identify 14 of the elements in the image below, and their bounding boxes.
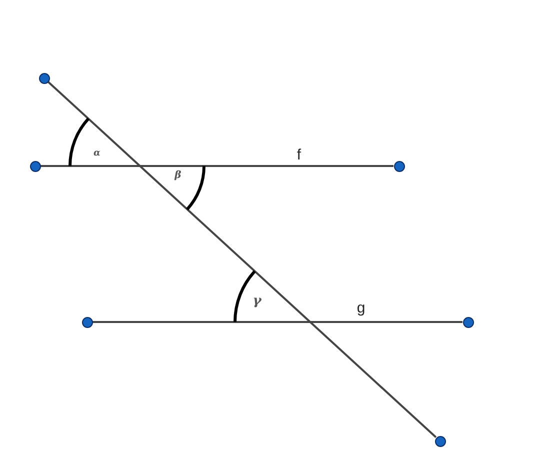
point-marker [434, 436, 446, 446]
point-marker [462, 316, 474, 328]
point-marker [82, 316, 92, 328]
angle-label: γ [252, 294, 262, 308]
line-segment [40, 165, 394, 167]
angle-label: α [94, 150, 100, 158]
line-segment [92, 321, 462, 323]
point-marker [394, 160, 404, 172]
line-label: g [356, 300, 366, 316]
line-segment [47, 80, 437, 438]
point-marker [30, 160, 40, 172]
angle-label: β [174, 171, 182, 181]
line-label: f [296, 148, 302, 162]
point-marker [38, 72, 50, 84]
